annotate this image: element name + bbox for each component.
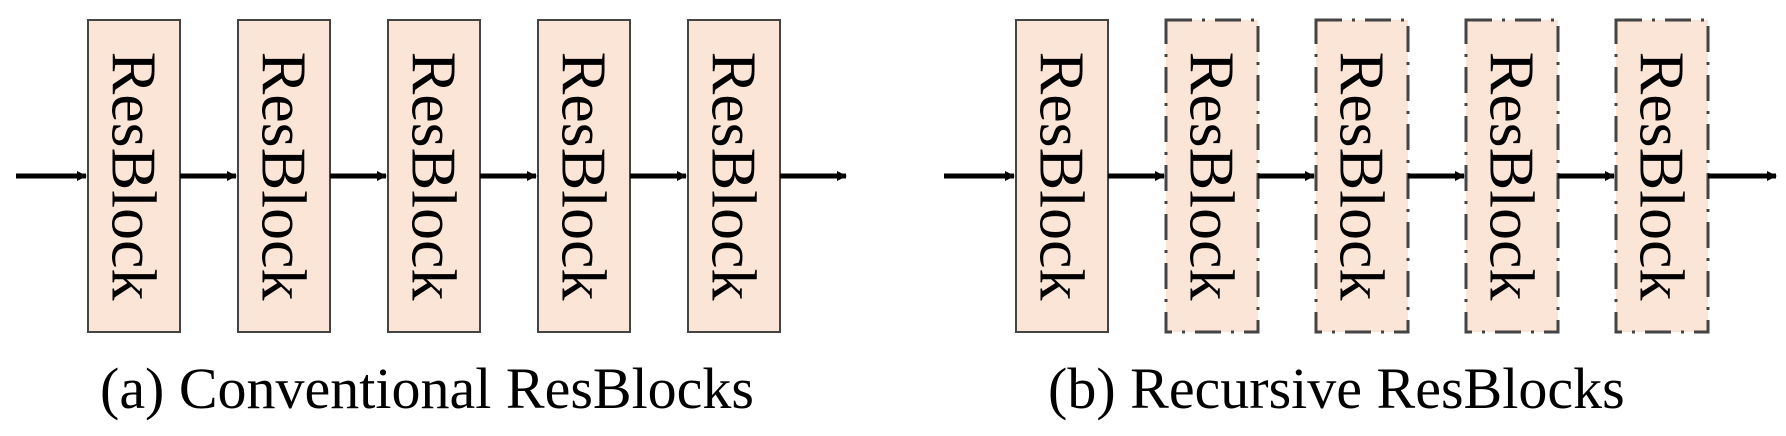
resblock-box-4	[1464, 18, 1560, 334]
conventional-resblocks-diagram: ResBlock ResBlock ResBlock ResBlock ResBlock	[16, 19, 847, 333]
resblock-box-5	[1614, 18, 1710, 334]
resblock-label-2: ResBlock	[249, 52, 320, 301]
resblock-label-2: ResBlock	[1177, 52, 1248, 301]
resblock-box-1	[1015, 19, 1109, 333]
caption-recursive-resblocks: (b) Recursive ResBlocks	[1048, 356, 1625, 421]
resblock-box-3	[387, 19, 481, 333]
resblock-label-3: ResBlock	[399, 52, 470, 301]
caption-conventional-resblocks: (a) Conventional ResBlocks	[100, 356, 755, 421]
resblock-label-1: ResBlock	[1027, 52, 1098, 301]
resblock-label-4: ResBlock	[549, 52, 620, 301]
resblock-label-4: ResBlock	[1477, 52, 1548, 301]
resblock-label-5: ResBlock	[699, 52, 770, 301]
recursive-resblocks-diagram: ResBlock ResBlock ResBlock ResBlock ResBlock	[944, 18, 1777, 334]
resblock-box-2	[1164, 18, 1260, 334]
resblock-box-2	[237, 19, 331, 333]
resblock-box-4	[537, 19, 631, 333]
resblock-label-5: ResBlock	[1627, 52, 1698, 301]
resblock-box-3	[1314, 18, 1410, 334]
resblock-label-3: ResBlock	[1327, 52, 1398, 301]
resblock-label-1: ResBlock	[99, 52, 170, 301]
